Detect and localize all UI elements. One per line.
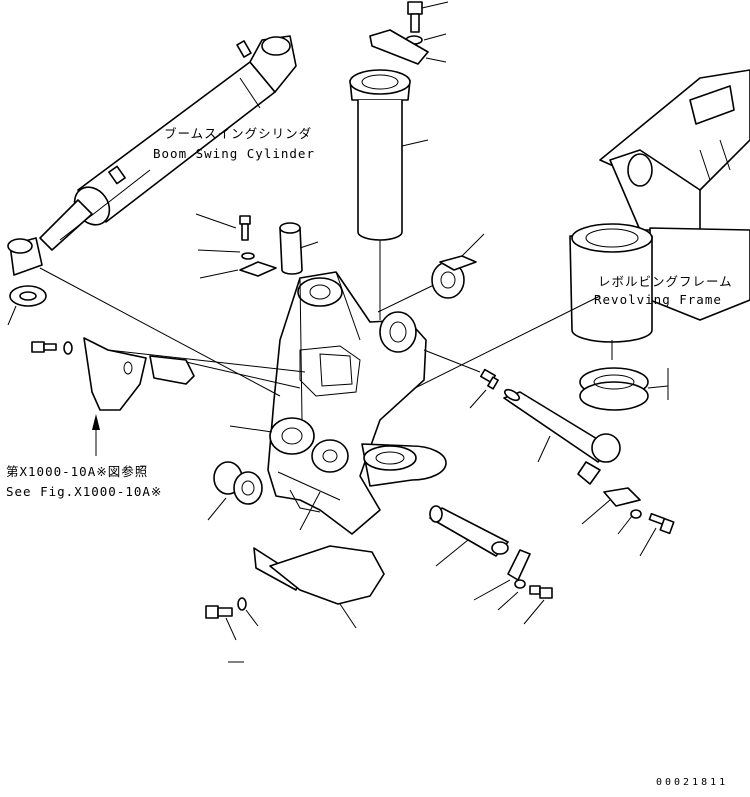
cover-bolt[interactable] — [205, 605, 233, 619]
lock-plate-upper[interactable] — [239, 261, 277, 277]
grease-fitting[interactable] — [480, 368, 499, 390]
drawing-number: 00021811 — [656, 777, 729, 788]
swing-pin-short[interactable] — [279, 222, 303, 275]
small-bolt-right[interactable] — [648, 512, 675, 535]
see-fig-jp-label: 第X1000-10A※図参照 — [6, 464, 149, 479]
small-washer-upper[interactable] — [241, 252, 255, 260]
bottom-cover[interactable] — [253, 545, 385, 605]
cover-washer[interactable] — [237, 597, 247, 611]
revolving-frame-jp-label: レボルビングフレーム — [598, 274, 733, 289]
swing-pin-long[interactable] — [503, 388, 621, 485]
thrust-washer-upper[interactable] — [431, 255, 477, 299]
small-bolt-left[interactable] — [31, 341, 57, 353]
top-plate[interactable] — [369, 29, 429, 65]
small-bolt-lower[interactable] — [529, 585, 553, 599]
lock-plate-lower[interactable] — [507, 549, 531, 581]
bushing[interactable] — [349, 69, 411, 320]
swing-bracket[interactable] — [267, 271, 447, 535]
ref-arrow — [92, 414, 100, 430]
lock-plate-right[interactable] — [603, 487, 641, 507]
see-fig-en-label: See Fig.X1000-10A※ — [6, 484, 163, 499]
top-bolt[interactable] — [407, 1, 423, 33]
thrust-washers-lower[interactable] — [213, 461, 263, 505]
bearing-ring[interactable] — [579, 367, 649, 411]
boom-swing-cylinder[interactable] — [7, 35, 297, 276]
washer-left[interactable] — [9, 285, 47, 307]
boom-swing-cylinder-jp-label: ブームスイングシリンダ — [164, 126, 313, 141]
boom-swing-cylinder-en-label: Boom Swing Cylinder — [153, 146, 315, 161]
swing-pin-lower[interactable] — [429, 505, 509, 557]
small-washer-lower[interactable] — [514, 579, 526, 589]
revolving-frame-en-label: Revolving Frame — [594, 292, 722, 307]
cover-bracket-left[interactable] — [83, 337, 195, 411]
revolving-frame[interactable] — [569, 69, 750, 360]
small-washer-right[interactable] — [630, 509, 642, 519]
small-washer-left[interactable] — [63, 341, 73, 355]
small-bolt-upper[interactable] — [239, 215, 251, 241]
